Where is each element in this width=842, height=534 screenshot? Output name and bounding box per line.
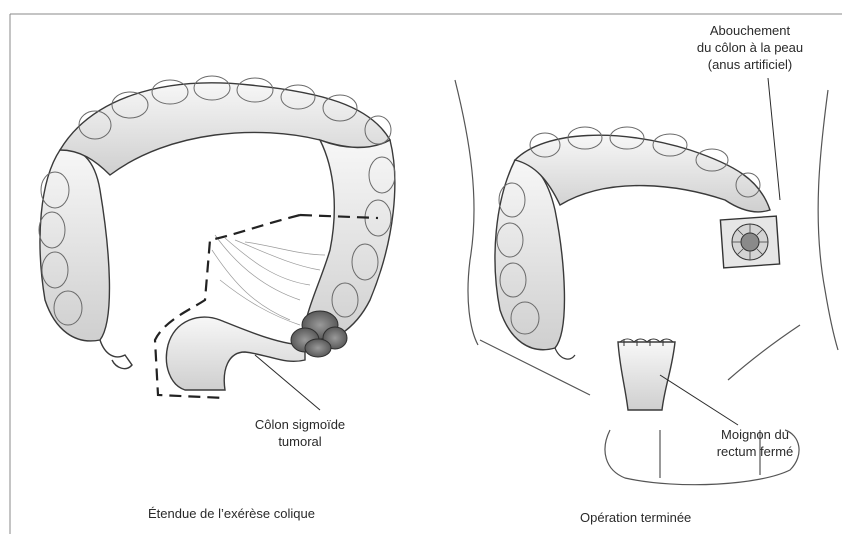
stoma-label-line2: du côlon à la peau — [690, 39, 810, 56]
stoma-leader-line — [768, 78, 780, 200]
sigmoid-label-line1: Côlon sigmoïde — [240, 416, 360, 433]
stoma-label: Abouchement du côlon à la peau (anus art… — [690, 22, 810, 73]
rectal-stump — [618, 339, 675, 410]
stump-label: Moignon du rectum fermé — [700, 426, 810, 460]
sigmoid-leader-line — [255, 355, 320, 410]
stump-label-line2: rectum fermé — [700, 443, 810, 460]
sigmoid-label-line2: tumoral — [240, 433, 360, 450]
right-panel-caption: Opération terminée — [580, 510, 691, 525]
stoma — [720, 216, 779, 268]
sigmoid-label: Côlon sigmoïde tumoral — [240, 416, 360, 450]
appendix-right — [555, 348, 575, 359]
stump-label-line1: Moignon du — [700, 426, 810, 443]
left-panel-caption: Étendue de l’exérèse colique — [148, 506, 315, 521]
stoma-label-line1: Abouchement — [690, 22, 810, 39]
stoma-label-line3: (anus artificiel) — [690, 56, 810, 73]
stump-leader-line — [660, 375, 738, 425]
